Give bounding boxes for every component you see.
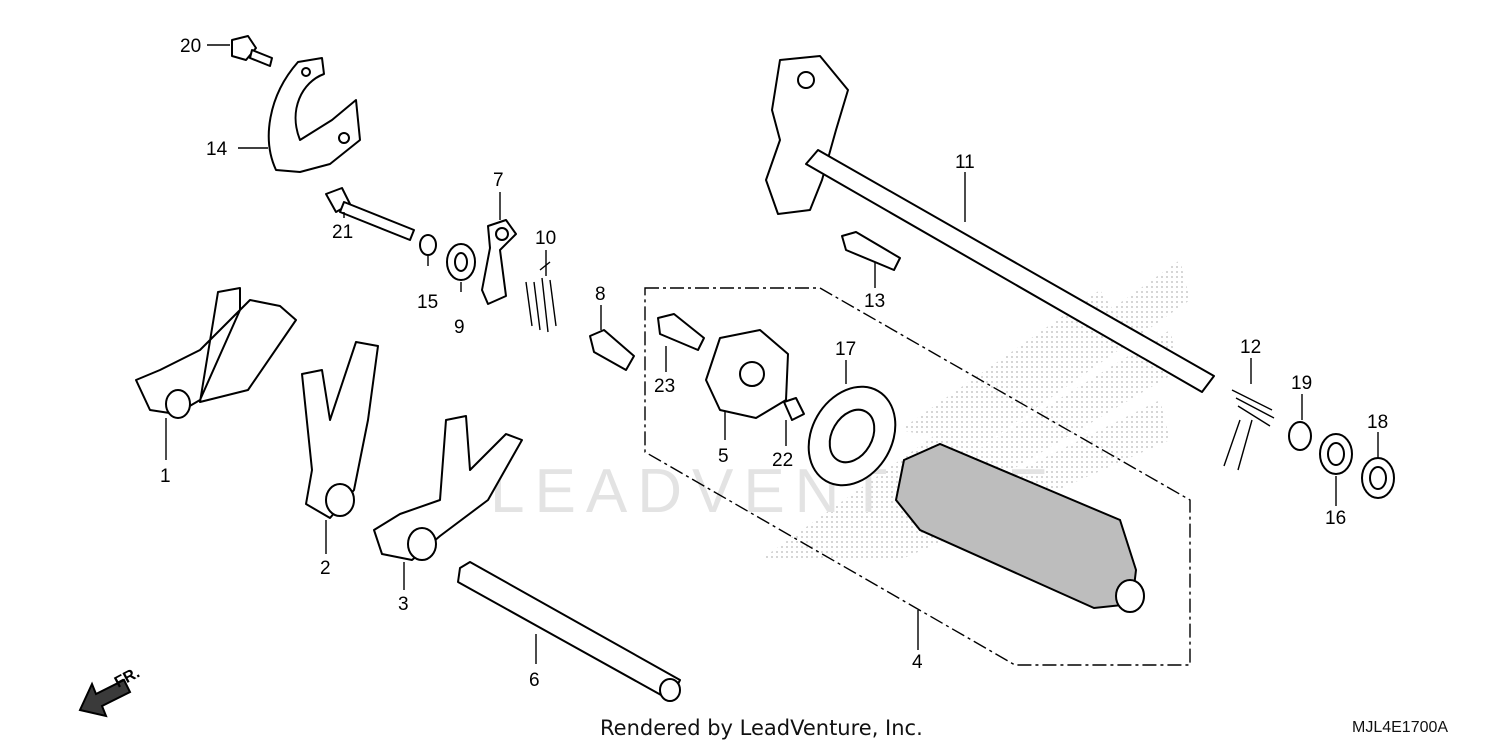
part-11-shift-shaft [765,55,1215,393]
callout-2: 2 [320,558,331,579]
part-9-collar [446,243,476,281]
part-19-circlip [1288,421,1312,451]
part-23-bolt [657,313,705,351]
part-20-bolt [231,35,273,67]
callout-10: 10 [535,228,556,249]
part-18-oil-seal [1361,457,1395,499]
leader-lines [165,44,1379,664]
part-22-pin [783,397,805,421]
callout-21: 21 [332,222,353,243]
part-2-shift-fork [301,341,379,519]
part-4-shift-drum [894,442,1145,613]
callout-1: 1 [160,466,171,487]
callout-12: 12 [1240,337,1261,358]
callout-23: 23 [654,376,675,397]
callout-11: 11 [955,152,975,173]
part-7-stopper-arm [481,219,517,305]
part-3-shift-fork [373,415,523,561]
callout-19: 19 [1291,373,1312,394]
callout-17: 17 [835,339,856,360]
part-15-washer [419,234,437,256]
part-13-bolt [841,231,901,271]
part-5-drum-center [705,329,789,419]
callout-7: 7 [493,170,504,191]
part-21-bolt [325,187,415,241]
part-8-pin [589,329,635,371]
wing-logo-icon [760,260,1190,560]
callout-20: 20 [180,36,201,57]
callout-15: 15 [417,292,438,313]
diagram-code: MJL4E1700A [1352,719,1449,736]
callout-18: 18 [1367,412,1388,433]
callout-labels: 1 2 3 4 5 6 7 8 9 10 11 12 13 14 15 16 1… [160,36,1388,691]
callout-13: 13 [864,291,885,312]
render-credit: Rendered by LeadVenture, Inc. [600,716,923,740]
callout-14: 14 [206,139,228,160]
shift-drum-assembly-box [644,287,1191,666]
callout-6: 6 [529,670,540,691]
callout-22: 22 [772,450,793,471]
part-14-bracket [267,57,361,173]
part-16-washer [1319,433,1353,475]
part-10-spring [525,261,557,333]
callout-4: 4 [912,652,923,673]
part-17-bearing [807,385,897,487]
callout-5: 5 [718,446,729,467]
callout-9: 9 [454,317,465,338]
part-6-fork-shaft [457,561,681,702]
part-12-spring [1223,389,1275,471]
callout-8: 8 [595,284,606,305]
callout-3: 3 [398,594,409,615]
front-direction-indicator: FR. [78,664,143,718]
arrow-down-left-icon [78,678,132,718]
callout-16: 16 [1325,508,1346,529]
part-1-shift-fork [135,287,297,419]
